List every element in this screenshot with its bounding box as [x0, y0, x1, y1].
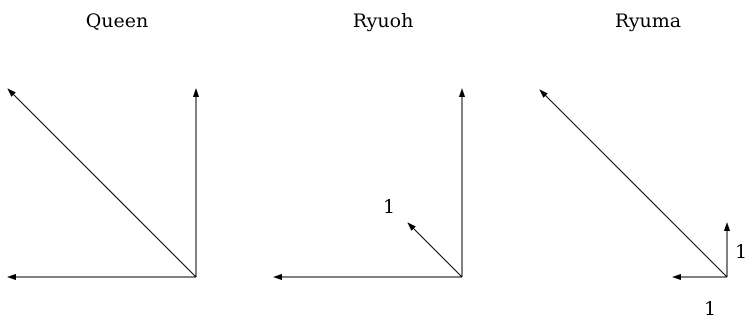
panel-ryuoh: Ryuoh 1 [273, 10, 466, 281]
panel-queen: Queen [7, 10, 200, 281]
ryuma-step-label-up: 1 [735, 241, 747, 263]
queen-arrow-diagonal [7, 88, 197, 278]
panel-title-ryuma: Ryuma [615, 10, 681, 32]
panel-ryuma: Ryuma 1 1 [539, 10, 747, 320]
ryuoh-step-label: 1 [383, 196, 395, 218]
panel-title-queen: Queen [86, 10, 149, 32]
ryuma-arrow-diagonal [539, 89, 728, 278]
ryuoh-arrow-short-diagonal [407, 222, 463, 278]
ryuma-step-label-left: 1 [704, 298, 716, 320]
panel-title-ryuoh: Ryuoh [353, 10, 414, 32]
